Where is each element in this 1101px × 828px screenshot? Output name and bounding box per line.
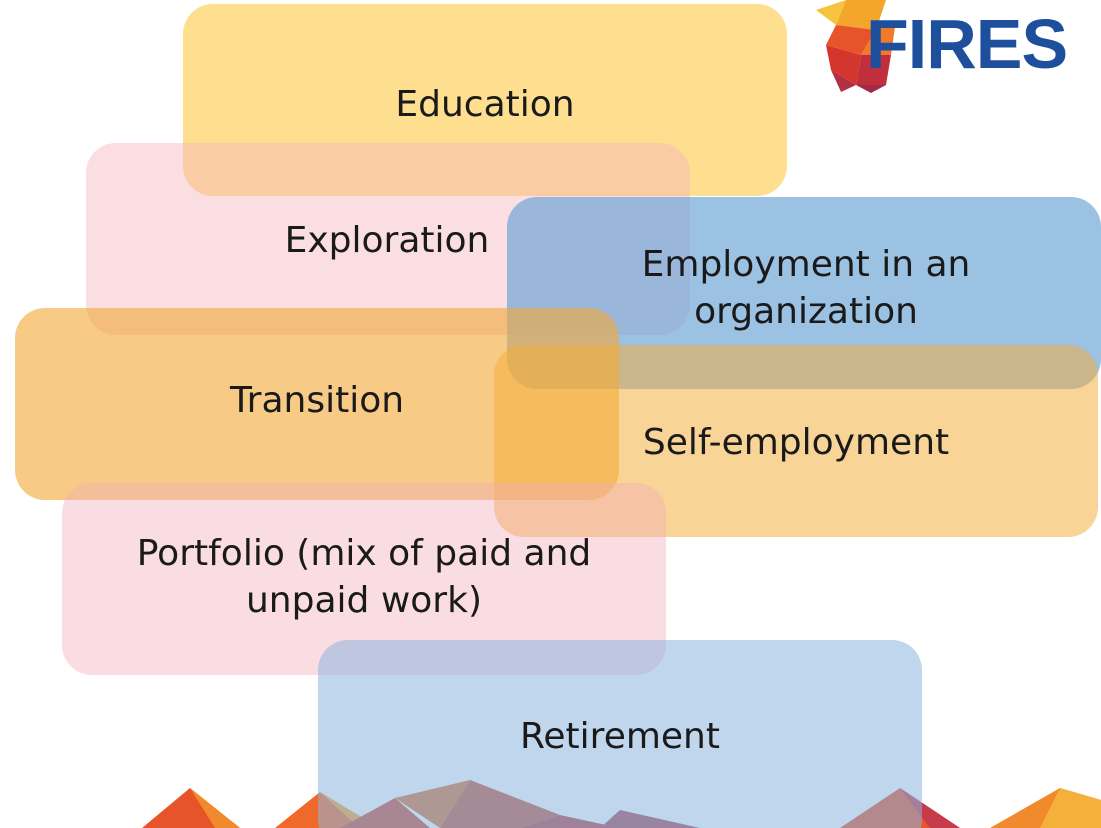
stage-box-education: Education [183, 4, 787, 196]
stage-label-exploration: Exploration [284, 220, 490, 261]
stage-label-employment: Employment in an organization [641, 244, 971, 332]
stage-label-retirement: Retirement [520, 716, 720, 757]
stage-label-portfolio: Portfolio (mix of paid and unpaid work) [136, 533, 592, 621]
logo-wordmark: FIRES [866, 5, 1068, 83]
stage-label-transition: Transition [229, 380, 405, 421]
fires-logo: FIRES [816, 0, 1101, 95]
stage-box-exploration: Exploration [86, 143, 690, 335]
stage-label-education: Education [395, 84, 575, 125]
stage-label-self-employment: Self-employment [642, 422, 950, 463]
stage-box-self-employment: Self-employment [494, 345, 1098, 537]
stage-box-retirement: Retirement [318, 640, 922, 828]
flame-polygon-icon [816, 0, 896, 93]
